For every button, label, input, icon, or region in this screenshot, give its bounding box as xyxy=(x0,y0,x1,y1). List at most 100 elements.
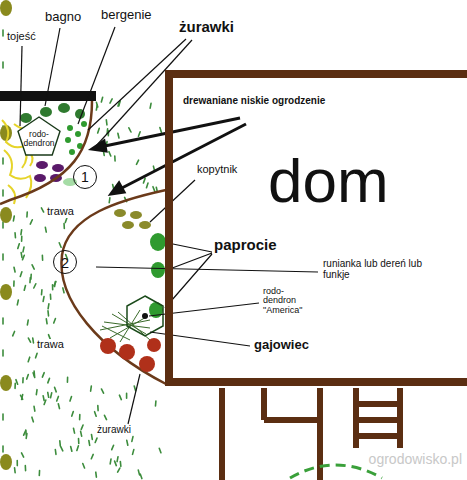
grass-dash xyxy=(2,254,4,260)
lawn-label: trawa xyxy=(36,339,65,351)
grass-dash xyxy=(24,285,25,290)
fence-arrow xyxy=(111,183,124,194)
wild-ginger-plant xyxy=(139,221,151,229)
grass-dash xyxy=(54,282,56,286)
grass-dash xyxy=(28,338,30,342)
grass-dash xyxy=(30,274,32,279)
rhododendron-pentagon: rodo- dendron xyxy=(17,116,61,156)
bergenia-plant xyxy=(65,137,71,143)
house-porch xyxy=(222,388,320,480)
grass-dash xyxy=(140,474,142,479)
callout-number: 1 xyxy=(81,170,89,184)
grass-dash xyxy=(36,390,38,395)
bog-plant xyxy=(20,103,85,123)
bergenia-plant xyxy=(75,131,81,137)
grass-dash xyxy=(41,290,43,295)
grass-dash xyxy=(63,288,64,293)
grass-dash xyxy=(47,304,49,309)
grass-dash xyxy=(83,463,85,467)
grass-dash xyxy=(13,216,15,221)
border-dot xyxy=(0,454,12,470)
grass-dash xyxy=(71,447,72,452)
grass-dash xyxy=(44,400,46,405)
grass-dash xyxy=(20,230,22,235)
plant-label: bagno xyxy=(44,10,82,24)
grass-dash xyxy=(14,468,16,473)
grass-dash xyxy=(16,461,18,466)
grass-dash xyxy=(63,224,65,229)
grass-dash xyxy=(120,461,122,466)
wild-ginger-plant xyxy=(130,211,142,219)
grass-dash xyxy=(2,350,4,356)
grass-dash xyxy=(115,461,117,466)
grass-dash xyxy=(119,395,121,399)
plant-label: rodo- dendron xyxy=(23,125,54,148)
grass-dash xyxy=(104,415,106,419)
grass-dash xyxy=(2,62,4,68)
grass-dash xyxy=(78,438,80,443)
lawn-label: trawa xyxy=(46,206,75,218)
watermark: ogrodowisko.pl xyxy=(368,452,463,467)
border-dot xyxy=(0,284,12,300)
grass-dash xyxy=(36,353,38,358)
grass-dash xyxy=(67,377,69,382)
archangel-plant xyxy=(119,344,135,360)
grass-dash xyxy=(22,453,24,457)
callout-circle: 1 xyxy=(73,165,97,189)
grass-dash xyxy=(2,414,4,420)
grass-dash xyxy=(146,183,148,188)
grass-dash xyxy=(138,470,139,475)
wild-ginger-plant xyxy=(114,209,151,229)
grass-dash xyxy=(134,386,135,391)
grass-dash xyxy=(2,446,4,452)
grass-dash xyxy=(155,401,157,406)
grass-dash xyxy=(28,357,30,362)
archangel-plant xyxy=(147,338,161,352)
fern-plant xyxy=(150,233,166,251)
grass-dash xyxy=(129,128,131,132)
grass-dash xyxy=(159,448,161,453)
grass-dash xyxy=(112,445,114,449)
grass-dash xyxy=(51,393,52,398)
grass-dash xyxy=(25,434,27,439)
grass-dash xyxy=(79,415,81,420)
grass-dash xyxy=(91,454,93,458)
dashed-arc xyxy=(290,465,382,478)
grass-dash xyxy=(22,378,24,383)
grass-dash xyxy=(14,267,15,272)
grass-dash xyxy=(57,396,59,401)
grass-dash xyxy=(48,378,50,383)
archangel-plant xyxy=(100,338,116,354)
grass-dash xyxy=(118,133,119,138)
leader-line xyxy=(45,28,60,106)
fern-plant xyxy=(149,233,166,318)
grass-dash xyxy=(54,318,56,323)
grass-dash xyxy=(138,132,140,137)
grass-dash xyxy=(59,441,61,446)
grass-dash xyxy=(20,253,22,258)
grass-dash xyxy=(27,374,29,379)
grass-dash xyxy=(108,198,110,203)
grass-dash xyxy=(132,437,133,442)
grass-dash xyxy=(106,120,108,125)
grass-dash xyxy=(143,178,145,183)
grass-dash xyxy=(23,247,24,252)
grass-dash xyxy=(160,128,162,133)
bergenia-plant xyxy=(67,125,73,131)
grass-dash xyxy=(14,383,16,388)
grass-dash xyxy=(13,281,15,286)
grass-dash xyxy=(52,285,54,290)
border-dot xyxy=(0,0,12,16)
plant-label: kopytnik xyxy=(196,164,238,176)
grass-dash xyxy=(153,187,155,191)
bog-plant xyxy=(58,103,70,113)
plant-label: gajowiec xyxy=(253,338,310,352)
grass-dash xyxy=(101,97,102,102)
plant-label: tojeść xyxy=(6,31,37,43)
grass-dash xyxy=(2,318,4,324)
grass-dash xyxy=(23,255,25,259)
grass-dash xyxy=(45,227,48,232)
border-dot xyxy=(0,125,12,141)
grass-dash xyxy=(34,284,36,288)
